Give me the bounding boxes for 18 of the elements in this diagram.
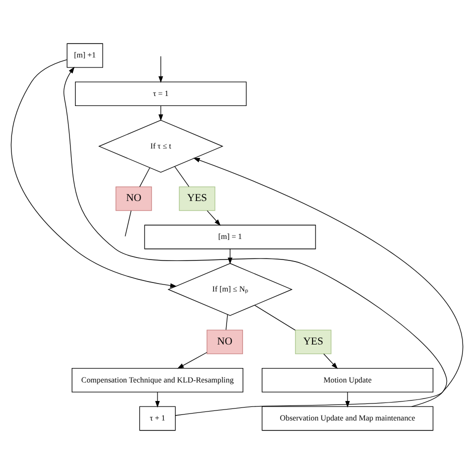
arrow <box>177 352 208 369</box>
arrow <box>345 392 350 408</box>
node-box: YES <box>178 186 216 211</box>
arrow <box>10 59 177 288</box>
arrow <box>323 354 338 370</box>
arrow <box>206 210 221 226</box>
connector <box>254 304 296 331</box>
connector <box>124 210 132 237</box>
arrow <box>64 66 448 407</box>
node-box: YES <box>295 330 332 354</box>
arrow <box>155 392 160 408</box>
node-box: NO <box>116 186 152 211</box>
node-box: NO <box>206 330 243 354</box>
arrow <box>175 158 464 416</box>
connector <box>226 314 228 330</box>
arrow <box>158 56 164 83</box>
connector <box>139 167 150 188</box>
connector <box>174 166 190 187</box>
